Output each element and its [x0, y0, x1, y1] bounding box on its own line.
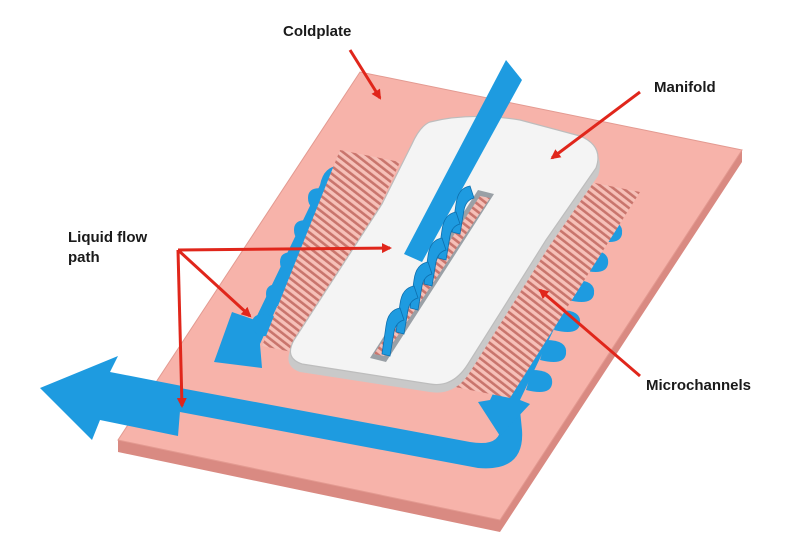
microchannels-label: Microchannels	[646, 377, 752, 394]
fins-left	[262, 150, 400, 356]
flow-outlet-arrow	[40, 356, 182, 440]
liquid-flow-line1: Liquid flow	[68, 229, 148, 246]
liquid-flow-line2: path	[68, 249, 100, 266]
arrow-liquid-1	[177, 243, 392, 254]
arrow-coldplate	[348, 49, 382, 100]
flow-channel-return	[180, 388, 523, 469]
flow-inlet-channel	[404, 60, 522, 262]
callout-arrows	[176, 49, 641, 408]
arrow-liquid-2	[176, 248, 252, 318]
arrow-micro-1	[538, 288, 641, 378]
manifold-label: Manifold	[654, 79, 716, 96]
arrow-manifold	[550, 90, 641, 160]
coldplate-label: Coldplate	[283, 23, 352, 40]
arrow-liquid-3	[176, 249, 187, 408]
inlet-fingers	[381, 185, 475, 357]
liquid-flow-path-label: Liquid flow path	[68, 228, 147, 268]
flow-inlet	[381, 60, 522, 357]
